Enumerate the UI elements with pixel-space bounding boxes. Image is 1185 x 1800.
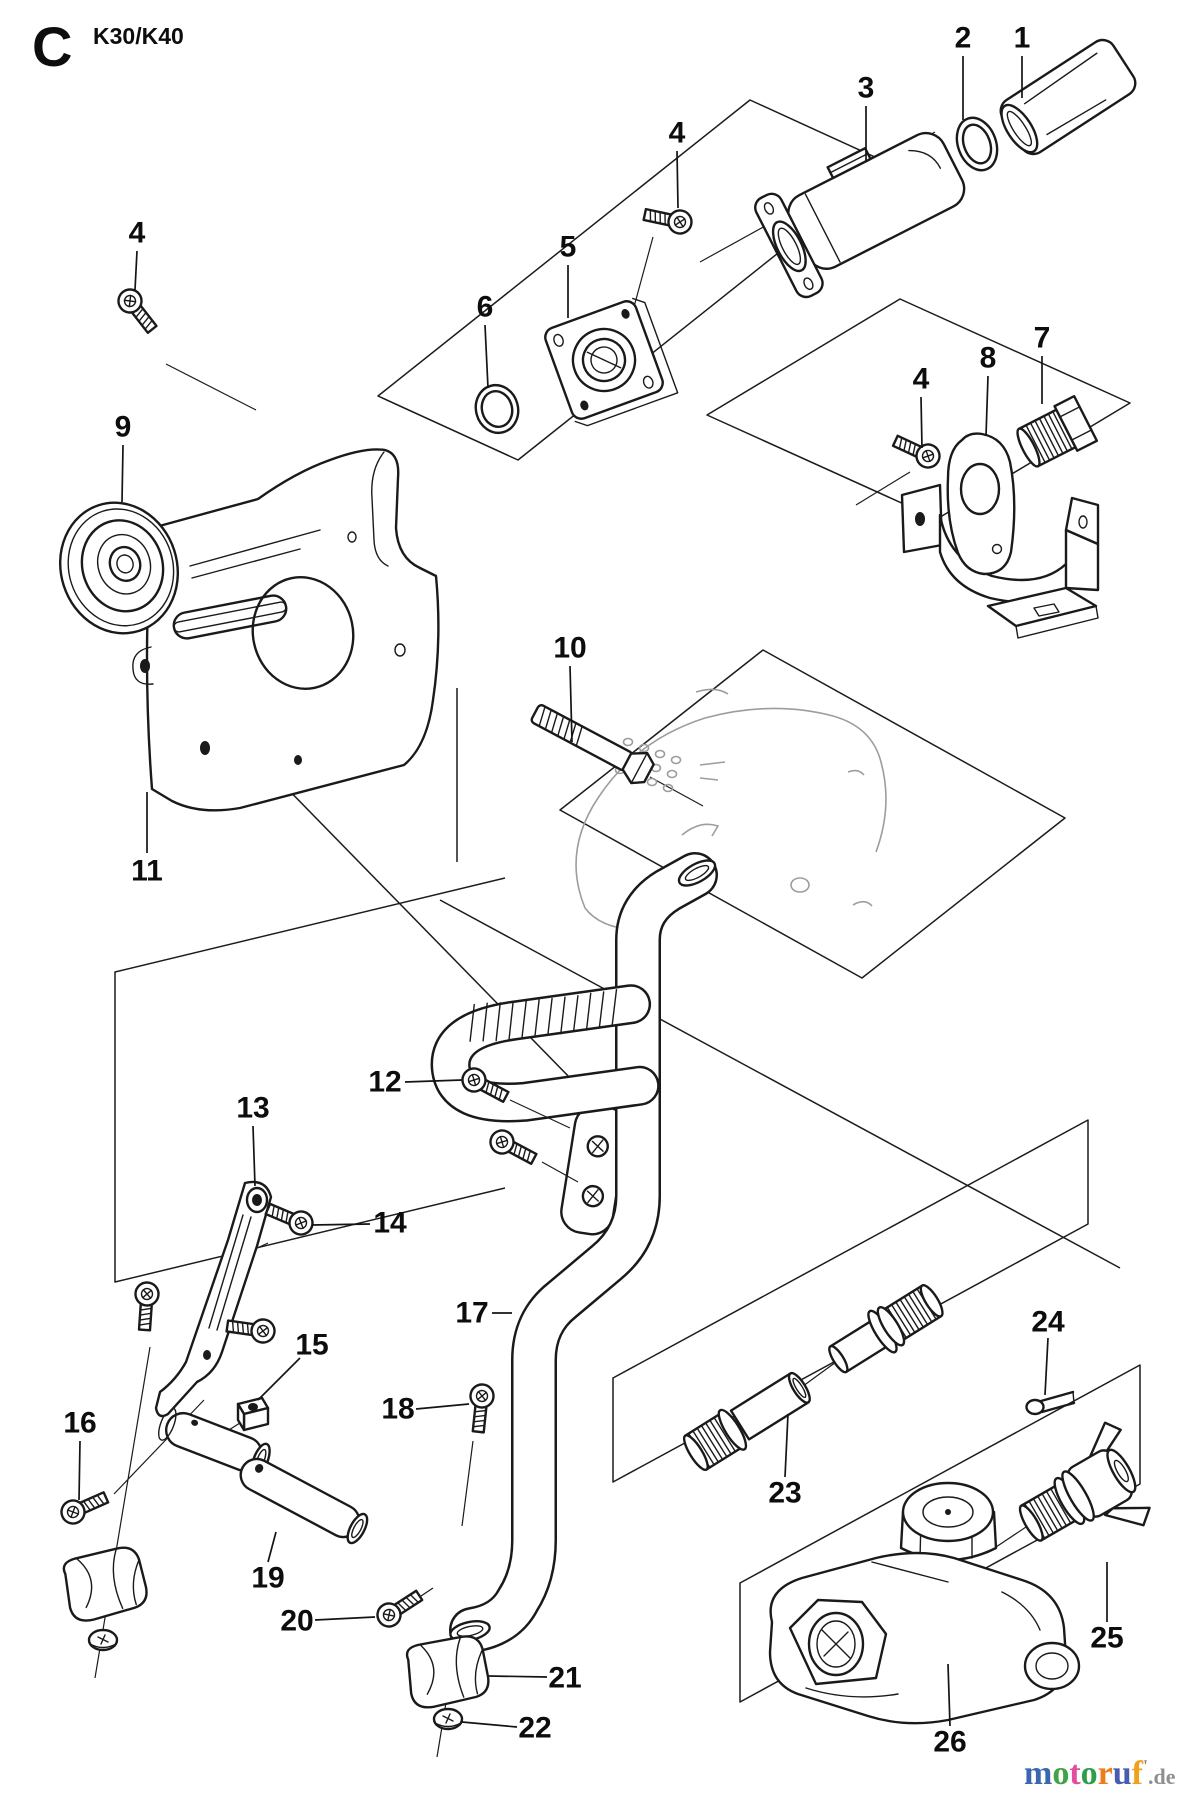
engine-ghost-outline [575, 688, 887, 931]
callout-6-leader [484, 324, 489, 389]
model-title: K30/K40 [93, 23, 184, 49]
callout-1-number: 1 [1014, 22, 1031, 55]
part-4-screw-c [112, 283, 163, 338]
callout-20-number: 20 [280, 1605, 313, 1638]
callout-4-leader [134, 250, 138, 291]
callout-12-number: 12 [368, 1066, 401, 1099]
callout-24-leader [1044, 1337, 1049, 1396]
callout-21-leader [488, 1675, 548, 1678]
part-23-water-nipple [682, 1371, 811, 1472]
motoruf-logo: motoruf'.de [1024, 1755, 1176, 1792]
callout-7-number: 7 [1034, 322, 1051, 355]
part-21-rubber-foot-right [404, 1633, 492, 1711]
part-6-o-ring [474, 383, 520, 435]
part-20-screw [371, 1584, 427, 1633]
callout-6-number: 6 [477, 291, 494, 324]
part-18-screw [465, 1382, 496, 1435]
part-10-hex-bolt [530, 704, 655, 785]
part-14-screw [262, 1197, 318, 1240]
arm-mount-screw [131, 1280, 161, 1332]
callout-2-number: 2 [955, 22, 972, 55]
part-4-screw-b [889, 429, 945, 473]
part-5-flange [544, 297, 679, 427]
callout-22-leader [461, 1721, 518, 1728]
callout-18-leader [415, 1403, 470, 1410]
callout-21-number: 21 [548, 1662, 581, 1695]
callout-13-leader [252, 1125, 256, 1187]
part-9-belt-pulley [58, 501, 180, 635]
callout-10-number: 10 [553, 632, 586, 665]
callout-26-number: 26 [933, 1726, 966, 1759]
callout-8-number: 8 [980, 342, 997, 375]
construction-planes [114, 99, 1141, 1703]
part-15-square-nut [236, 1396, 270, 1432]
callout-19-number: 19 [251, 1562, 284, 1595]
callout-23-number: 23 [768, 1477, 801, 1510]
callout-12-leader [404, 1079, 463, 1083]
callout-4-number: 4 [129, 217, 146, 250]
callout-15-leader [257, 1357, 301, 1401]
part-21-rubber-foot-left [60, 1543, 151, 1625]
callout-4-number: 4 [913, 363, 930, 396]
callout-23-leader [784, 1413, 789, 1478]
callout-22-number: 22 [518, 1712, 551, 1745]
callout-25-number: 25 [1090, 1622, 1123, 1655]
callout-9-leader [121, 444, 124, 503]
callout-26-leader [947, 1663, 951, 1727]
part-22-cap-nut-left [87, 1628, 119, 1652]
callout-18-number: 18 [381, 1393, 414, 1426]
part-19-pin [239, 1457, 369, 1545]
part-24-spring-clip [1025, 1390, 1076, 1416]
part-8-bracket [900, 432, 1100, 639]
section-letter: C [32, 15, 72, 78]
callout-4-leader [920, 396, 923, 449]
part-26-water-valve [768, 1481, 1081, 1725]
callout-24-number: 24 [1031, 1306, 1065, 1339]
callout-19-leader [267, 1531, 277, 1563]
callout-5-number: 5 [560, 231, 577, 264]
part-25-hose-coupling [1018, 1421, 1151, 1542]
callout-14-number: 14 [373, 1207, 407, 1240]
screw-axis-lines [509, 1099, 579, 1183]
callout-4-leader [676, 150, 679, 209]
part-1-exhaust-cap [999, 38, 1137, 156]
callout-15-number: 15 [295, 1329, 328, 1362]
callout-4-number: 4 [669, 117, 686, 150]
part-23-water-nipple-upper [828, 1284, 944, 1374]
callout-16-leader [78, 1440, 81, 1501]
part-12-screw-b [485, 1125, 541, 1171]
callout-10-leader [569, 665, 573, 743]
callout-3-number: 3 [858, 72, 875, 105]
part-17-tubular-handle [430, 852, 718, 1653]
part-11-cover-plate [132, 448, 440, 812]
part-22-cap-nut-right [432, 1707, 464, 1731]
callout-14-leader [311, 1223, 371, 1226]
callout-11-number: 11 [131, 855, 163, 888]
callout-17-number: 17 [455, 1297, 488, 1330]
callout-13-number: 13 [236, 1092, 269, 1125]
callout-9-number: 9 [115, 411, 132, 444]
callout-16-number: 16 [63, 1407, 96, 1440]
callout-8-leader [985, 375, 989, 437]
part-3-muffler-housing [754, 131, 966, 299]
part-2-o-ring [955, 116, 999, 172]
callout-20-leader [314, 1616, 376, 1621]
part-16-screw [56, 1485, 112, 1529]
part-4-screw-a [641, 202, 695, 237]
handle-mount-screws [581, 1135, 609, 1208]
part-7-threaded-plug [1016, 394, 1099, 468]
